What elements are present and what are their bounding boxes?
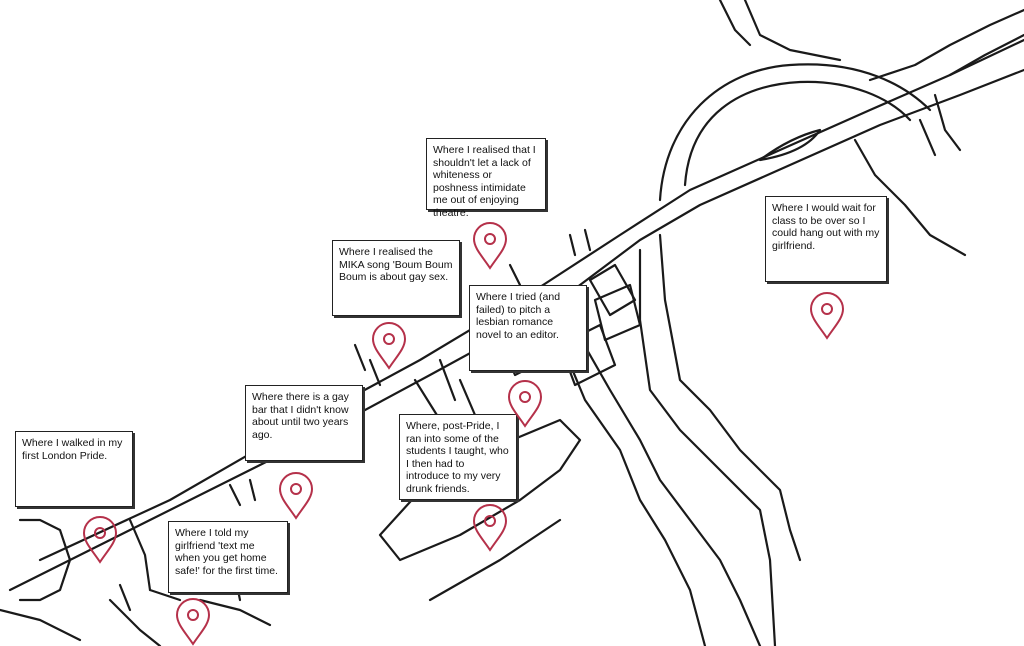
note-mika: Where I realised the MIKA song 'Boum Bou…: [332, 240, 460, 316]
note-pride: Where I walked in my first London Pride.: [15, 431, 133, 507]
note-girlfriend-class-text: Where I would wait for class to be over …: [772, 202, 880, 252]
note-text-me-text: Where I told my girlfriend 'text me when…: [175, 527, 278, 577]
note-post-pride: Where, post-Pride, I ran into some of th…: [399, 414, 517, 500]
note-girlfriend-class: Where I would wait for class to be over …: [765, 196, 887, 282]
note-gay-bar: Where there is a gay bar that I didn't k…: [245, 385, 363, 461]
note-novel: Where I tried (and failed) to pitch a le…: [469, 285, 587, 371]
note-theatre: Where I realised that I shouldn't let a …: [426, 138, 546, 219]
note-novel-text: Where I tried (and failed) to pitch a le…: [476, 291, 561, 341]
note-mika-text: Where I realised the MIKA song 'Boum Bou…: [339, 246, 453, 283]
note-post-pride-text: Where, post-Pride, I ran into some of th…: [406, 420, 509, 495]
note-theatre-text: Where I realised that I shouldn't let a …: [433, 144, 536, 219]
note-text-me: Where I told my girlfriend 'text me when…: [168, 521, 288, 593]
note-pride-text: Where I walked in my first London Pride.: [22, 437, 123, 462]
note-gay-bar-text: Where there is a gay bar that I didn't k…: [252, 391, 349, 441]
